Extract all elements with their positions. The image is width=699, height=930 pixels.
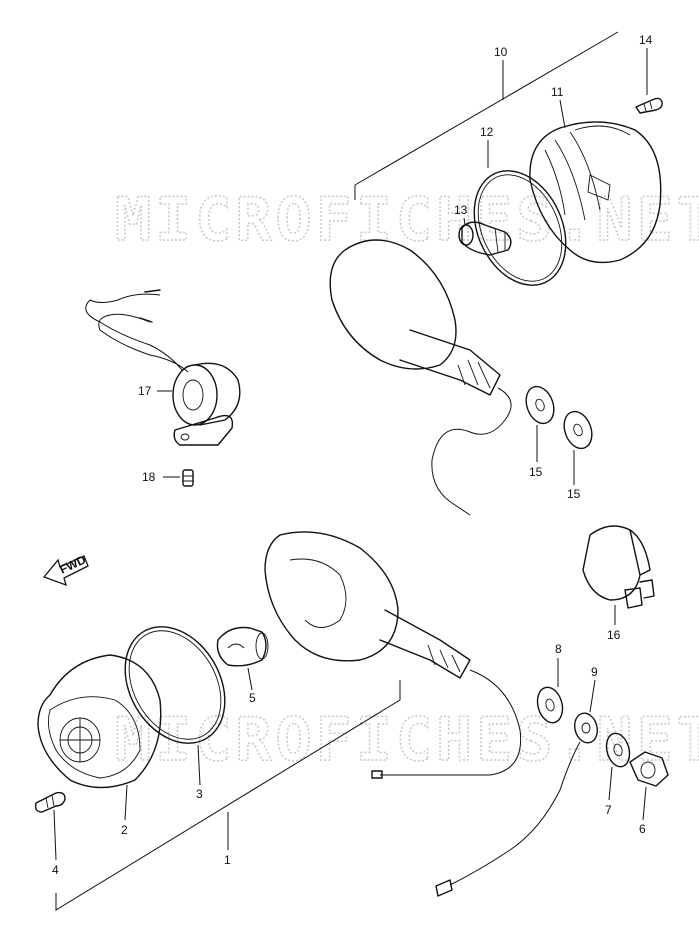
watermark-top: MICROFICHES.NET — [115, 185, 699, 255]
callout-16: 16 — [607, 628, 621, 642]
callout-9: 9 — [591, 665, 598, 679]
callout-7: 7 — [605, 803, 612, 817]
part-4-screw[interactable] — [34, 791, 66, 813]
callout-8: 8 — [555, 642, 562, 656]
callout-5: 5 — [249, 691, 256, 705]
part-15-washer-a[interactable] — [521, 383, 558, 428]
part-7-washer[interactable] — [603, 731, 633, 770]
callout-13: 13 — [454, 203, 468, 217]
part-12-gasket[interactable] — [457, 156, 584, 300]
callout-4: 4 — [52, 863, 59, 877]
bracket-upper-assembly — [354, 31, 619, 200]
part-15-washer-b[interactable] — [559, 408, 596, 453]
part-2-lens[interactable] — [37, 654, 162, 789]
part-13-bulb[interactable] — [458, 221, 512, 256]
callout-2: 2 — [121, 823, 128, 837]
callout-6: 6 — [639, 822, 646, 836]
callout-18: 18 — [142, 470, 156, 484]
part-5-bulb[interactable] — [216, 626, 269, 667]
callout-1: 1 — [224, 853, 231, 867]
callout-12: 12 — [480, 125, 494, 139]
callout-15b: 15 — [567, 487, 581, 501]
callout-11: 11 — [551, 85, 564, 99]
part-9-ground-wire[interactable] — [435, 711, 601, 897]
watermark-bottom: MICROFICHES.NET — [115, 705, 699, 775]
callouts: 10 14 11 12 13 17 18 15 15 16 8 9 5 3 7 … — [52, 33, 653, 877]
callout-3: 3 — [196, 787, 203, 801]
part-10-housing[interactable] — [329, 239, 512, 516]
part-1-housing[interactable] — [264, 531, 522, 779]
callout-10: 10 — [494, 45, 508, 59]
callout-15a: 15 — [529, 465, 543, 479]
part-17-relay[interactable] — [85, 289, 241, 446]
part-6-nut[interactable] — [629, 751, 669, 787]
callout-14: 14 — [639, 33, 653, 47]
callout-17: 17 — [138, 384, 152, 398]
part-18-bolt[interactable] — [182, 469, 194, 487]
leader-lines — [53, 48, 648, 861]
part-3-gasket[interactable] — [105, 609, 245, 761]
part-14-screw[interactable] — [635, 97, 663, 114]
part-11-lens[interactable] — [529, 121, 662, 264]
part-8-washer[interactable] — [534, 685, 566, 726]
fwd-arrow-icon: FWD — [42, 552, 89, 587]
bracket-lower-assembly — [55, 680, 401, 911]
part-16-flasher-relay[interactable] — [582, 525, 655, 609]
